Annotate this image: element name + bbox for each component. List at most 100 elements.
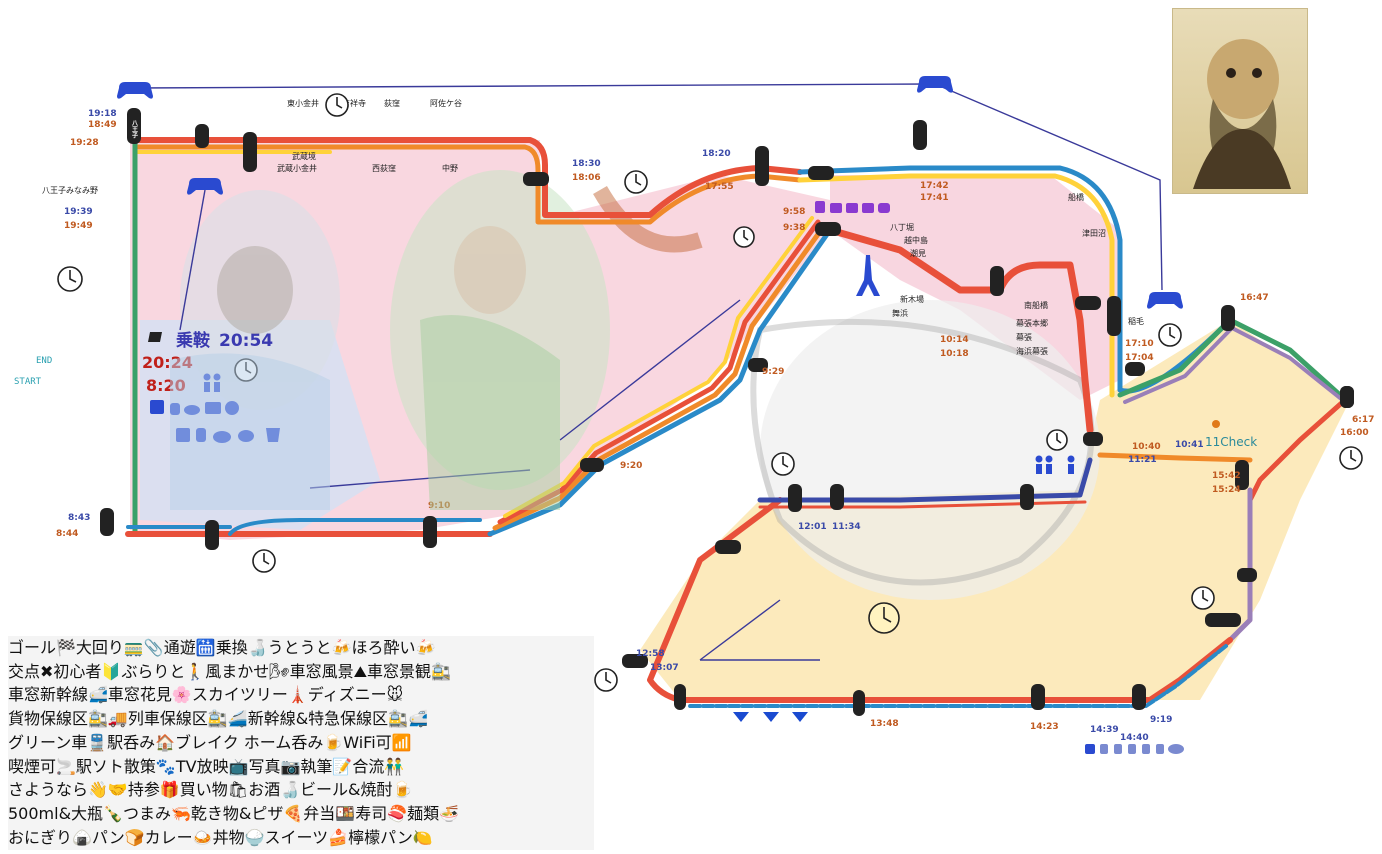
portrait-image xyxy=(1172,8,1308,194)
time-label: 19:39 xyxy=(64,207,93,217)
status-time: 20:54 xyxy=(219,331,273,351)
clock-icon xyxy=(57,266,83,292)
svg-text:八丁堀: 八丁堀 xyxy=(890,223,914,232)
time-label: 10:14 xyxy=(940,335,969,345)
time-label: 12:58 xyxy=(636,649,665,659)
clock-icon xyxy=(1158,323,1182,347)
station-nishifunabashi xyxy=(1075,296,1101,310)
station-shinagawa xyxy=(748,358,768,372)
station-yokohama xyxy=(423,516,437,548)
station-ochanomizu xyxy=(755,146,769,186)
gamepad-icon xyxy=(117,82,153,99)
time-label: 9:38 xyxy=(783,223,805,233)
clock-icon xyxy=(868,602,900,634)
gamepad-icons xyxy=(117,76,1183,309)
decorative-figures xyxy=(170,226,560,510)
svg-text:稲毛: 稲毛 xyxy=(1128,316,1144,326)
time-label: 9:58 xyxy=(783,207,805,217)
clock-icon xyxy=(733,226,755,248)
people-icon xyxy=(1035,455,1075,474)
legend-line: さようなら👋🤝持参🎁買い物🛍お酒🍶ビール&焼酎🍺 xyxy=(8,780,413,800)
station-kinshicho xyxy=(913,120,927,150)
svg-text:武蔵境: 武蔵境 xyxy=(292,151,316,161)
legend-panel: ゴール🏁大回り🚃📎通遊🛗乗換🍶うとうと🍻ほろ酔い🍻 交点✖初心者🔰ぶらりと🚶風ま… xyxy=(8,636,594,850)
end-label: END xyxy=(36,356,52,366)
time-label: 13:48 xyxy=(870,719,899,729)
station-tateyama xyxy=(622,654,648,668)
time-label: 14:23 xyxy=(1030,722,1059,732)
legend-line: 喫煙可🚬駅ソト散策🐾TV放映📺写真📷執筆📝合流👬 xyxy=(8,756,405,776)
clock-icon xyxy=(771,452,795,476)
station-chigasaki xyxy=(100,508,114,536)
legend-line: 車窓新幹線🚅車窓花見🌸スカイツリー🗼ディズニー🐭 xyxy=(8,685,404,705)
legend-line: ゴール🏁大回り🚃📎通遊🛗乗換🍶うとうと🍻ほろ酔い🍻 xyxy=(8,638,436,657)
svg-text:荻窪: 荻窪 xyxy=(384,98,400,108)
time-label: 18:06 xyxy=(572,173,601,183)
station-tokyo xyxy=(815,222,841,236)
svg-text:潮見: 潮見 xyxy=(910,248,926,258)
legend-line: 交点✖初心者🔰ぶらりと🚶風まかせ🌬車窓風景⛰車窓景観🚉 xyxy=(8,661,451,681)
svg-text:八王子みなみ野: 八王子みなみ野 xyxy=(42,186,98,195)
station-hachioji: 八王子 xyxy=(127,108,141,144)
station-chiba xyxy=(1125,362,1145,376)
svg-text:幕張: 幕張 xyxy=(1016,332,1032,342)
clock-icon xyxy=(1046,429,1068,451)
time-label: 9:20 xyxy=(620,461,642,471)
time-label: 13:07 xyxy=(650,663,679,673)
station-tachikawa xyxy=(195,124,209,148)
time-label: 6:17 xyxy=(1352,415,1374,425)
skytree-icon xyxy=(856,255,880,296)
svg-text:東小金井: 東小金井 xyxy=(287,98,319,108)
time-label: 8:43 xyxy=(68,513,90,523)
clock-icon xyxy=(252,549,276,573)
svg-text:武蔵小金井: 武蔵小金井 xyxy=(277,163,317,173)
station-sakura xyxy=(1221,305,1235,331)
station-soga xyxy=(1083,432,1103,446)
time-label: 15:42 xyxy=(1212,471,1241,481)
time-label: 17:10 xyxy=(1125,339,1154,349)
clock-icon xyxy=(594,668,618,692)
station-badges: 八王子 xyxy=(100,108,1354,716)
time-label: 18:20 xyxy=(702,149,731,159)
station-ofuna xyxy=(205,520,219,550)
station-oami xyxy=(1235,460,1249,490)
svg-text:阿佐ケ谷: 阿佐ケ谷 xyxy=(430,98,462,108)
time-label: 18:49 xyxy=(88,120,117,130)
time-label: 9:19 xyxy=(1150,715,1172,725)
time-label: 16:47 xyxy=(1240,293,1269,303)
time-label: 14:39 xyxy=(1090,725,1119,735)
clock-icon xyxy=(1339,446,1363,470)
time-label: 19:18 xyxy=(88,109,117,119)
station-nishikokubunji xyxy=(243,132,257,172)
clock-icon xyxy=(624,170,648,194)
time-label: 17:42 xyxy=(920,181,949,191)
station-akihabara xyxy=(808,166,834,180)
svg-text:吉祥寺: 吉祥寺 xyxy=(342,98,366,108)
station-shinjuku xyxy=(523,172,549,186)
svg-text:海浜幕張: 海浜幕張 xyxy=(1016,346,1048,356)
station-kazusaichinomiya xyxy=(1205,613,1241,627)
check-marker: 11Check xyxy=(1205,420,1257,449)
gamepad-icon xyxy=(1147,292,1183,309)
svg-text:舞浜: 舞浜 xyxy=(892,308,908,318)
time-label: 10:41 xyxy=(1175,440,1204,450)
time-label: 17:41 xyxy=(920,193,949,203)
legend-line: 500ml&大瓶🍾つまみ🦐乾き物&ピザ🍕弁当🍱寿司🍣麺類🍜 xyxy=(8,803,460,823)
station-kawasaki xyxy=(580,458,604,472)
time-label: 17:04 xyxy=(1125,353,1154,363)
svg-text:越中島: 越中島 xyxy=(904,235,928,245)
time-label: 11:21 xyxy=(1128,455,1157,465)
station-mobara xyxy=(1237,568,1257,582)
station-name-labels: 東小金井 武蔵小金井 武蔵境 吉祥寺 荻窪 阿佐ケ谷 西荻窪 中野 八王子みなみ… xyxy=(42,98,1144,356)
station-kimitsu xyxy=(715,540,741,554)
time-label: 10:18 xyxy=(940,349,969,359)
time-label: 10:40 xyxy=(1132,442,1161,452)
svg-text:八王子: 八王子 xyxy=(131,120,139,139)
svg-text:津田沼: 津田沼 xyxy=(1082,228,1106,238)
time-label: 15:24 xyxy=(1212,485,1241,495)
legend-line: おにぎり🍙パン🍞カレー🍛丼物🍚スイーツ🍰檸檬パン🍋 xyxy=(8,827,433,847)
time-label: 19:28 xyxy=(70,138,99,148)
status-station: 乗鞍 xyxy=(175,330,210,351)
time-label: 8:44 xyxy=(56,529,78,539)
